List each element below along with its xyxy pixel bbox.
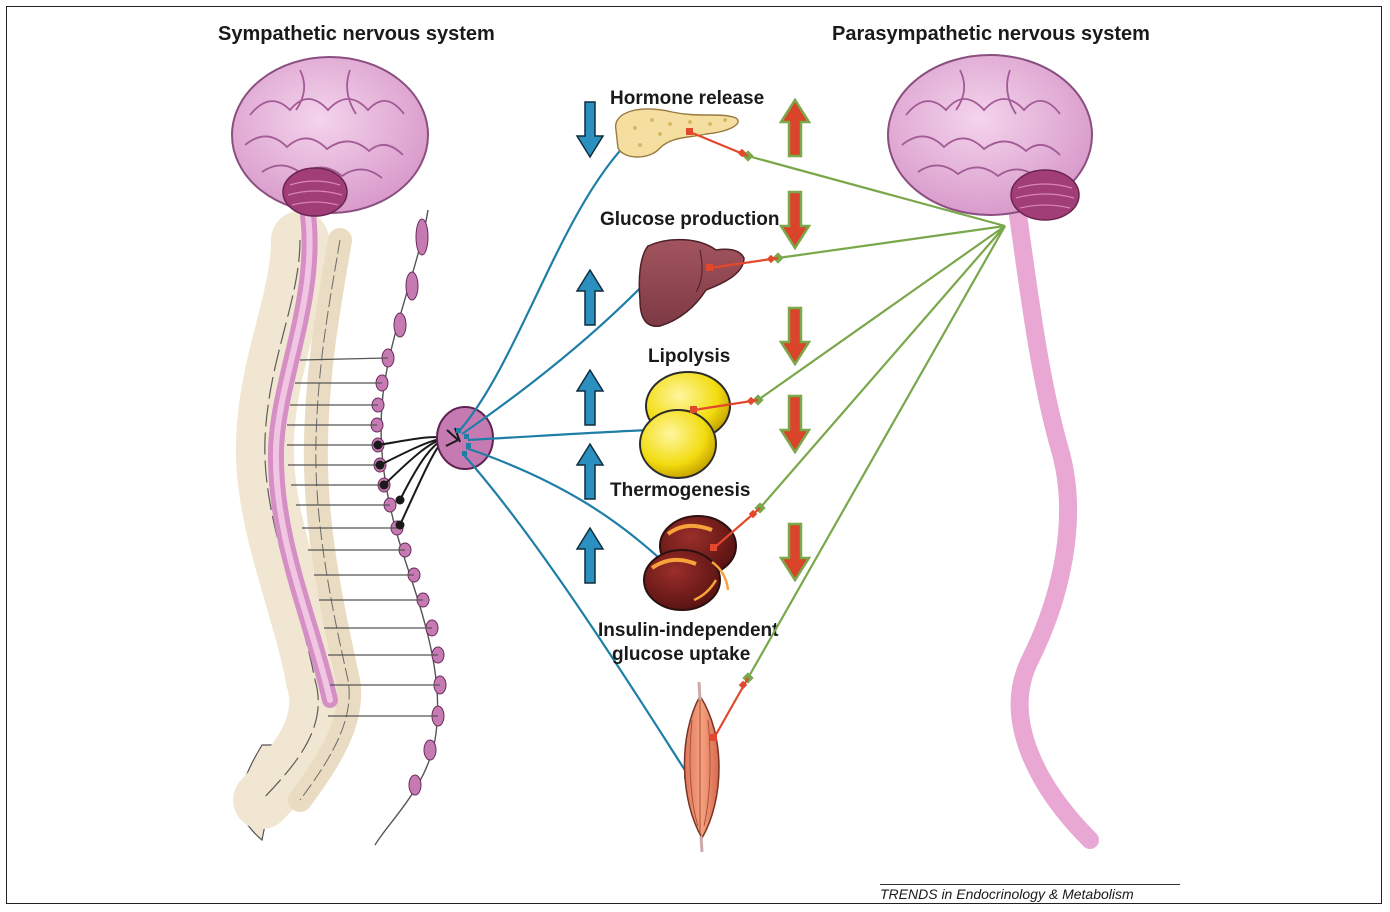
glucose-production-label: Glucose production xyxy=(600,209,779,230)
arrow-down-lipolysis xyxy=(781,308,809,364)
parasympathetic-ganglia xyxy=(742,150,783,683)
thermogenesis-label: Thermogenesis xyxy=(610,480,750,501)
cerebellum-right xyxy=(1011,170,1079,220)
brain-left xyxy=(232,57,428,216)
arrow-down-liver xyxy=(781,192,809,248)
arrow-up-liver xyxy=(577,270,603,325)
brain-right xyxy=(888,55,1092,220)
uptake-label-line1: Insulin-independent xyxy=(598,620,779,641)
uptake-label-line2: glucose uptake xyxy=(612,644,750,665)
liver xyxy=(639,240,744,327)
parasympathetic-title: Parasympathetic nervous system xyxy=(832,23,1150,45)
journal-credit: TRENDS in Endocrinology & Metabolism xyxy=(880,884,1180,902)
preganglionic-fibers xyxy=(375,437,446,528)
arrow-up-pancreas xyxy=(781,100,809,156)
hormone-release-label: Hormone release xyxy=(610,88,764,109)
arrow-down-thermogenesis xyxy=(781,396,809,452)
arrow-down-pancreas xyxy=(577,102,603,157)
arrow-up-thermogenesis xyxy=(577,444,603,499)
pancreas xyxy=(616,109,738,157)
white-adipose xyxy=(640,372,730,478)
muscle xyxy=(684,682,719,852)
sympathetic-title: Sympathetic nervous system xyxy=(218,23,495,45)
arrow-up-lipolysis xyxy=(577,370,603,425)
arrow-down-uptake xyxy=(781,524,809,580)
brown-adipose xyxy=(644,516,736,610)
lipolysis-label: Lipolysis xyxy=(648,346,730,367)
spinal-cord-right xyxy=(1018,215,1090,840)
arrow-up-uptake xyxy=(577,528,603,583)
cerebellum-left xyxy=(283,168,347,216)
